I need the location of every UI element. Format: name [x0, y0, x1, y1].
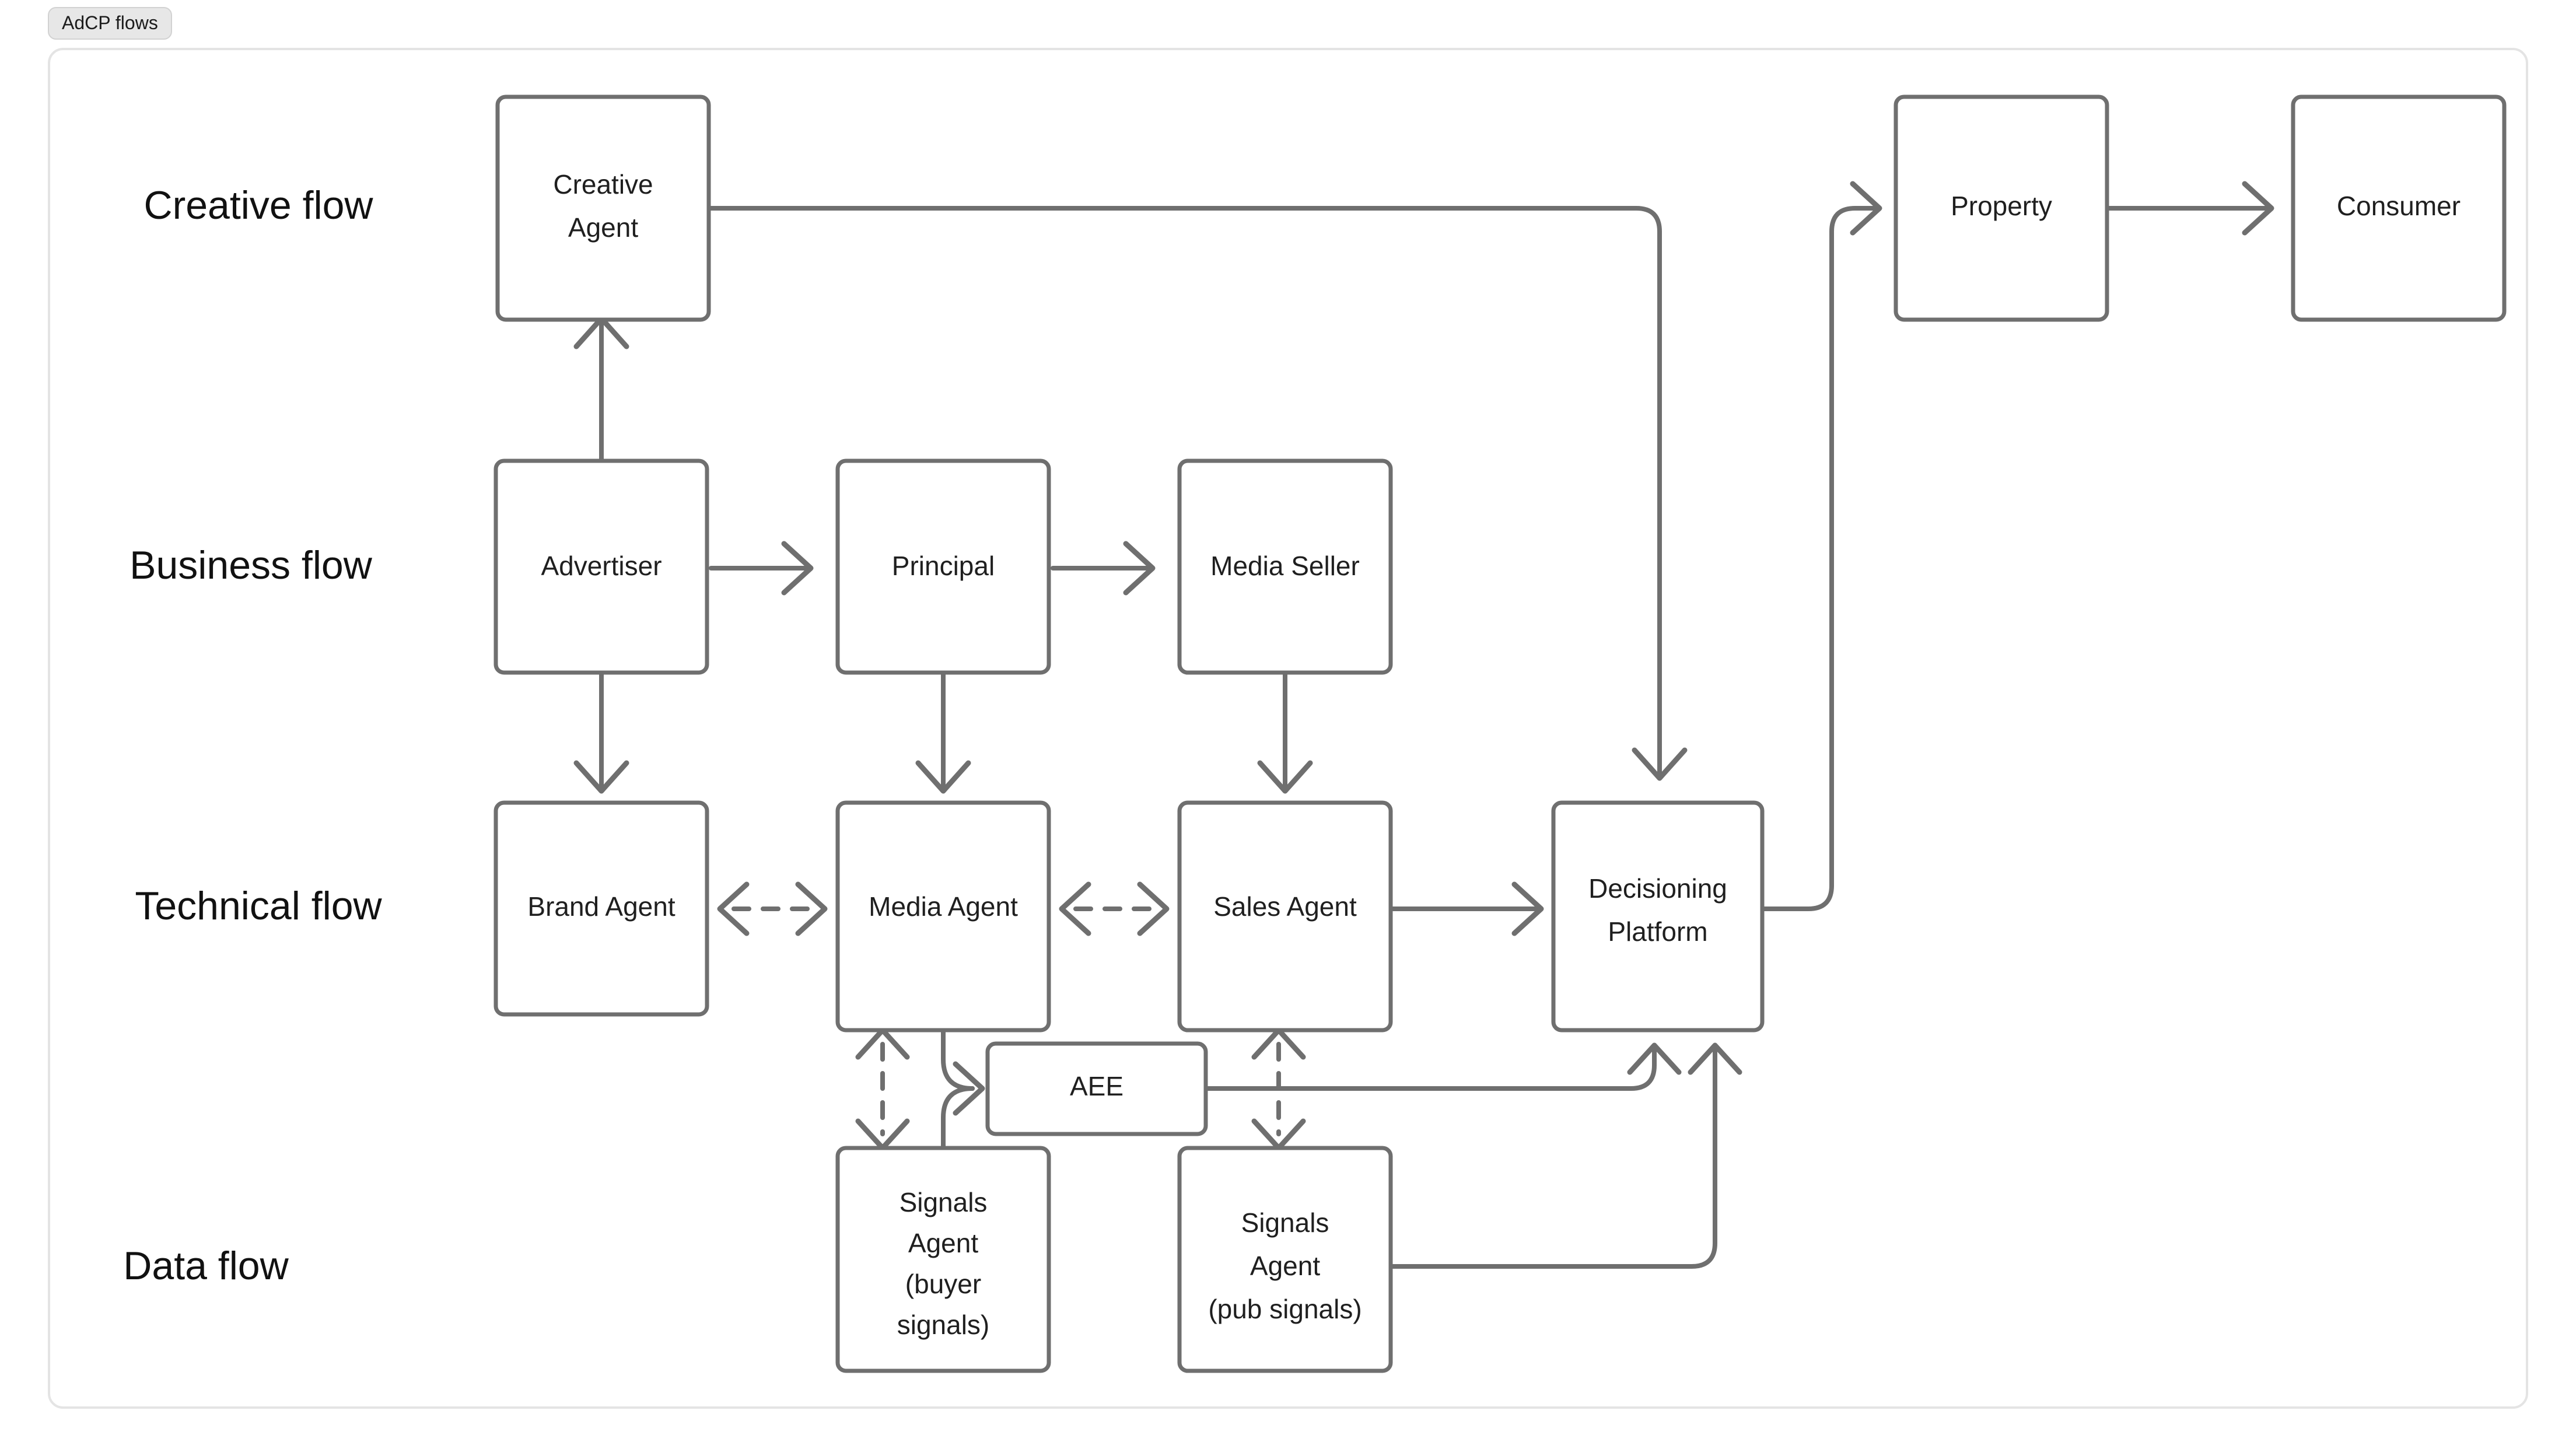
edge-principal-to-media-agent — [915, 670, 971, 794]
node-brand-agent[interactable]: Brand Agent — [494, 800, 709, 1017]
node-signals-agent-pub-line2: Agent — [1250, 1251, 1320, 1281]
node-signals-agent-buyer[interactable]: Signals Agent (buyer signals) — [835, 1146, 1051, 1373]
edge-advertiser-to-creative-agent — [573, 316, 629, 463]
node-property[interactable]: Property — [1894, 94, 2109, 322]
edge-creative-agent-to-decisioning-platform — [706, 206, 1688, 781]
node-media-agent-label: Media Agent — [869, 891, 1018, 922]
node-signals-agent-buyer-line1: Signals — [900, 1187, 988, 1217]
node-property-label: Property — [1951, 191, 2052, 221]
node-advertiser-label: Advertiser — [541, 551, 662, 581]
edge-media-agent-to-aee — [941, 1028, 975, 1091]
row-label-business-flow: Business flow — [130, 543, 373, 587]
edge-advertiser-to-brand-agent — [573, 670, 629, 794]
tab-adcp-flows[interactable]: AdCP flows — [48, 7, 172, 40]
node-signals-agent-buyer-line4: signals) — [897, 1310, 990, 1340]
node-media-seller-label: Media Seller — [1210, 551, 1360, 581]
node-decisioning-platform-label-line1: Decisioning — [1588, 873, 1727, 904]
node-aee[interactable]: AEE — [985, 1041, 1208, 1136]
edge-media-agent-to-sales-agent — [1059, 881, 1170, 936]
node-sales-agent-label: Sales Agent — [1213, 891, 1357, 922]
edge-advertiser-to-principal — [709, 541, 814, 596]
edge-media-agent-to-signals-agent-buyer — [855, 1027, 910, 1151]
node-advertiser[interactable]: Advertiser — [494, 459, 709, 675]
edge-sales-agent-to-decisioning-platform — [1391, 881, 1544, 936]
edge-property-to-consumer — [2105, 181, 2274, 236]
node-signals-agent-pub-line1: Signals — [1241, 1208, 1329, 1238]
node-media-seller[interactable]: Media Seller — [1177, 459, 1393, 675]
node-signals-agent-buyer-line2: Agent — [908, 1228, 978, 1258]
node-signals-agent-pub-line3: (pub signals) — [1208, 1294, 1362, 1324]
node-creative-agent-label-line1: Creative — [553, 169, 653, 200]
node-consumer[interactable]: Consumer — [2291, 94, 2507, 322]
node-decisioning-platform[interactable]: Decisioning Platform — [1551, 800, 1765, 1032]
tab-bar: AdCP flows — [48, 7, 172, 40]
edge-decisioning-platform-to-property — [1760, 181, 1882, 911]
node-consumer-label: Consumer — [2337, 191, 2460, 221]
node-signals-agent-buyer-line3: (buyer — [905, 1269, 981, 1299]
node-creative-agent[interactable]: Creative Agent — [495, 94, 711, 322]
node-media-agent[interactable]: Media Agent — [835, 800, 1051, 1032]
row-label-creative-flow: Creative flow — [144, 183, 373, 228]
edge-brand-agent-to-media-agent — [717, 881, 828, 936]
edge-signals-agent-buyer-to-aee — [941, 1061, 985, 1150]
node-aee-label: AEE — [1070, 1071, 1124, 1101]
node-brand-agent-label: Brand Agent — [527, 891, 675, 922]
node-creative-agent-label-line2: Agent — [568, 212, 638, 243]
row-label-data-flow: Data flow — [123, 1244, 289, 1288]
edge-signals-agent-pub-to-decisioning-platform — [1391, 1042, 1742, 1269]
node-sales-agent[interactable]: Sales Agent — [1177, 800, 1393, 1032]
row-label-technical-flow: Technical flow — [135, 884, 382, 928]
edge-aee-to-decisioning-platform — [1203, 1042, 1682, 1091]
edge-media-seller-to-sales-agent — [1257, 670, 1313, 794]
node-principal[interactable]: Principal — [835, 459, 1051, 675]
node-principal-label: Principal — [892, 551, 995, 581]
node-signals-agent-pub[interactable]: Signals Agent (pub signals) — [1177, 1146, 1393, 1373]
node-decisioning-platform-label-line2: Platform — [1608, 916, 1707, 947]
edge-principal-to-media-seller — [1051, 541, 1156, 596]
